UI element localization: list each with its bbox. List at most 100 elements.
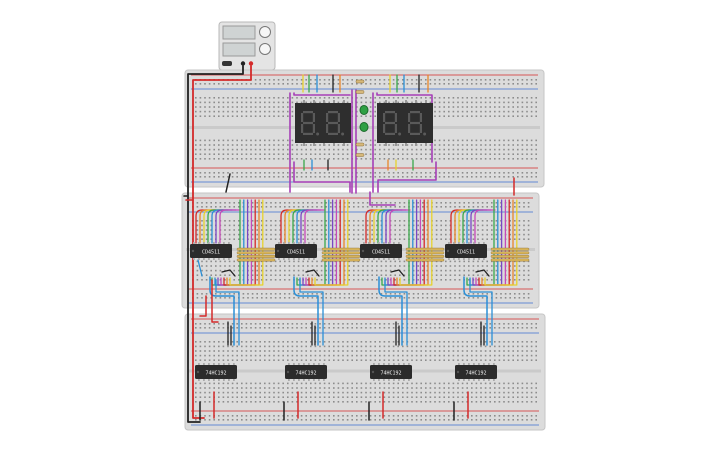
hole[interactable] bbox=[320, 202, 323, 204]
hole[interactable] bbox=[521, 172, 524, 174]
hole[interactable] bbox=[287, 144, 289, 146]
hole[interactable] bbox=[392, 83, 395, 85]
hole[interactable] bbox=[526, 401, 528, 403]
hole[interactable] bbox=[305, 345, 307, 348]
hole[interactable] bbox=[489, 110, 491, 113]
hole[interactable] bbox=[526, 345, 528, 348]
hole[interactable] bbox=[489, 391, 491, 394]
hole[interactable] bbox=[457, 101, 459, 104]
hole[interactable] bbox=[204, 401, 206, 403]
hole[interactable] bbox=[348, 260, 350, 263]
hole[interactable] bbox=[277, 350, 280, 352]
hole[interactable] bbox=[199, 345, 202, 348]
hole[interactable] bbox=[264, 350, 266, 352]
hole[interactable] bbox=[484, 144, 487, 146]
hole[interactable] bbox=[429, 401, 432, 403]
hole[interactable] bbox=[521, 401, 524, 403]
hole[interactable] bbox=[422, 265, 424, 267]
hole[interactable] bbox=[406, 415, 409, 417]
hole[interactable] bbox=[445, 229, 447, 231]
hole[interactable] bbox=[199, 148, 202, 151]
hole[interactable] bbox=[287, 139, 289, 142]
hole[interactable] bbox=[417, 260, 419, 263]
hole[interactable] bbox=[310, 401, 312, 403]
hole[interactable] bbox=[376, 206, 378, 208]
hole[interactable] bbox=[517, 396, 519, 398]
hole[interactable] bbox=[434, 148, 436, 151]
hole[interactable] bbox=[195, 158, 197, 160]
hole[interactable] bbox=[477, 229, 479, 231]
hole[interactable] bbox=[328, 153, 330, 155]
hole[interactable] bbox=[236, 323, 238, 325]
hole[interactable] bbox=[265, 238, 268, 240]
hole[interactable] bbox=[330, 279, 332, 281]
hole[interactable] bbox=[254, 323, 257, 325]
hole[interactable] bbox=[250, 101, 252, 104]
hole[interactable] bbox=[457, 391, 459, 394]
hole[interactable] bbox=[374, 97, 376, 99]
hole[interactable] bbox=[480, 139, 482, 142]
hole[interactable] bbox=[287, 148, 289, 151]
hole[interactable] bbox=[273, 106, 275, 108]
hole[interactable] bbox=[521, 106, 524, 108]
hole[interactable] bbox=[389, 274, 392, 276]
hole[interactable] bbox=[311, 297, 314, 299]
hole[interactable] bbox=[392, 415, 395, 417]
hole[interactable] bbox=[452, 323, 455, 325]
hole[interactable] bbox=[480, 354, 482, 357]
hole[interactable] bbox=[369, 101, 372, 104]
hole[interactable] bbox=[445, 238, 447, 240]
hole[interactable] bbox=[517, 158, 519, 160]
hole[interactable] bbox=[302, 265, 304, 267]
hole[interactable] bbox=[291, 415, 294, 417]
hole[interactable] bbox=[406, 396, 409, 398]
hole[interactable] bbox=[438, 97, 441, 99]
hole[interactable] bbox=[494, 97, 496, 99]
hole[interactable] bbox=[314, 350, 317, 352]
hole[interactable] bbox=[231, 419, 234, 421]
hole[interactable] bbox=[498, 148, 501, 151]
hole[interactable] bbox=[330, 293, 332, 295]
dc-power-supply[interactable] bbox=[218, 21, 276, 71]
hole[interactable] bbox=[438, 345, 441, 348]
hole[interactable] bbox=[376, 293, 378, 295]
hole[interactable] bbox=[353, 279, 355, 281]
hole[interactable] bbox=[475, 172, 478, 174]
hole[interactable] bbox=[452, 106, 455, 108]
hole[interactable] bbox=[273, 341, 275, 343]
hole[interactable] bbox=[498, 350, 501, 352]
hole[interactable] bbox=[374, 345, 376, 348]
hole[interactable] bbox=[406, 345, 409, 348]
hole[interactable] bbox=[527, 233, 530, 236]
hole[interactable] bbox=[402, 327, 404, 329]
hole[interactable] bbox=[389, 265, 392, 267]
hole[interactable] bbox=[425, 172, 427, 174]
hole[interactable] bbox=[231, 148, 234, 151]
hole[interactable] bbox=[518, 229, 521, 231]
hole[interactable] bbox=[440, 269, 442, 272]
hole[interactable] bbox=[512, 391, 514, 394]
hole[interactable] bbox=[268, 153, 271, 155]
hole[interactable] bbox=[282, 83, 284, 85]
hole[interactable] bbox=[406, 148, 409, 151]
hole[interactable] bbox=[514, 265, 516, 267]
hole[interactable] bbox=[291, 115, 294, 117]
hole[interactable] bbox=[388, 101, 390, 104]
hole[interactable] bbox=[342, 83, 344, 85]
hole[interactable] bbox=[489, 359, 491, 361]
hole[interactable] bbox=[333, 396, 335, 398]
hole[interactable] bbox=[397, 387, 399, 389]
hole[interactable] bbox=[316, 269, 318, 272]
hole[interactable] bbox=[236, 83, 238, 85]
hole[interactable] bbox=[425, 419, 427, 421]
hole[interactable] bbox=[222, 323, 225, 325]
hole[interactable] bbox=[468, 265, 470, 267]
hole[interactable] bbox=[348, 279, 350, 281]
hole[interactable] bbox=[268, 115, 271, 117]
hole[interactable] bbox=[215, 297, 217, 299]
hole[interactable] bbox=[254, 115, 257, 117]
hole[interactable] bbox=[346, 396, 349, 398]
hole[interactable] bbox=[357, 293, 360, 295]
hole[interactable] bbox=[274, 265, 277, 267]
hole[interactable] bbox=[236, 327, 238, 329]
